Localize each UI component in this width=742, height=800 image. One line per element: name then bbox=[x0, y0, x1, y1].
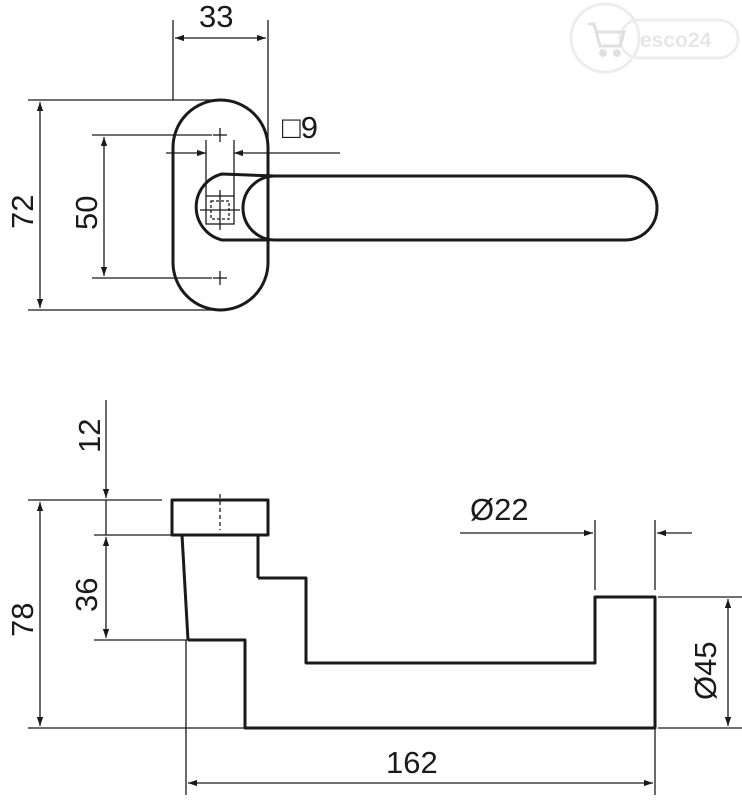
lever-outline bbox=[241, 174, 659, 242]
dim-label-height-inner: 50 bbox=[69, 196, 104, 230]
screw-marker-bottom bbox=[213, 271, 227, 285]
logo-pill bbox=[618, 18, 740, 60]
dim-label-length: 162 bbox=[386, 745, 438, 780]
rosette-outline bbox=[171, 98, 270, 312]
logo-ring bbox=[569, 2, 641, 74]
dim-label-width: 33 bbox=[199, 0, 233, 34]
side-view: 12 36 78 162 Ø22 Ø45 bbox=[5, 400, 742, 795]
lever-boss bbox=[194, 172, 276, 242]
dim-label-square: □9 bbox=[282, 110, 318, 145]
dim-label-total-height: 78 bbox=[5, 603, 40, 637]
watermark-text: esco24 bbox=[640, 29, 712, 52]
rosette-cap bbox=[170, 498, 270, 537]
dim-label-diameter-large: Ø45 bbox=[688, 641, 723, 700]
lever-profile bbox=[188, 576, 657, 730]
watermark-logo: esco24 bbox=[569, 2, 740, 74]
shopping-cart-icon bbox=[588, 22, 626, 57]
top-view: 33 72 50 □9 bbox=[5, 0, 659, 312]
neck-outline bbox=[180, 534, 260, 641]
dim-label-top: 12 bbox=[72, 419, 107, 453]
spindle-center-cross bbox=[200, 190, 240, 230]
dim-label-diameter-small: Ø22 bbox=[470, 492, 529, 527]
dim-label-middle: 36 bbox=[69, 578, 104, 612]
screw-marker-top bbox=[213, 128, 227, 142]
dim-label-height-outer: 72 bbox=[5, 195, 40, 229]
